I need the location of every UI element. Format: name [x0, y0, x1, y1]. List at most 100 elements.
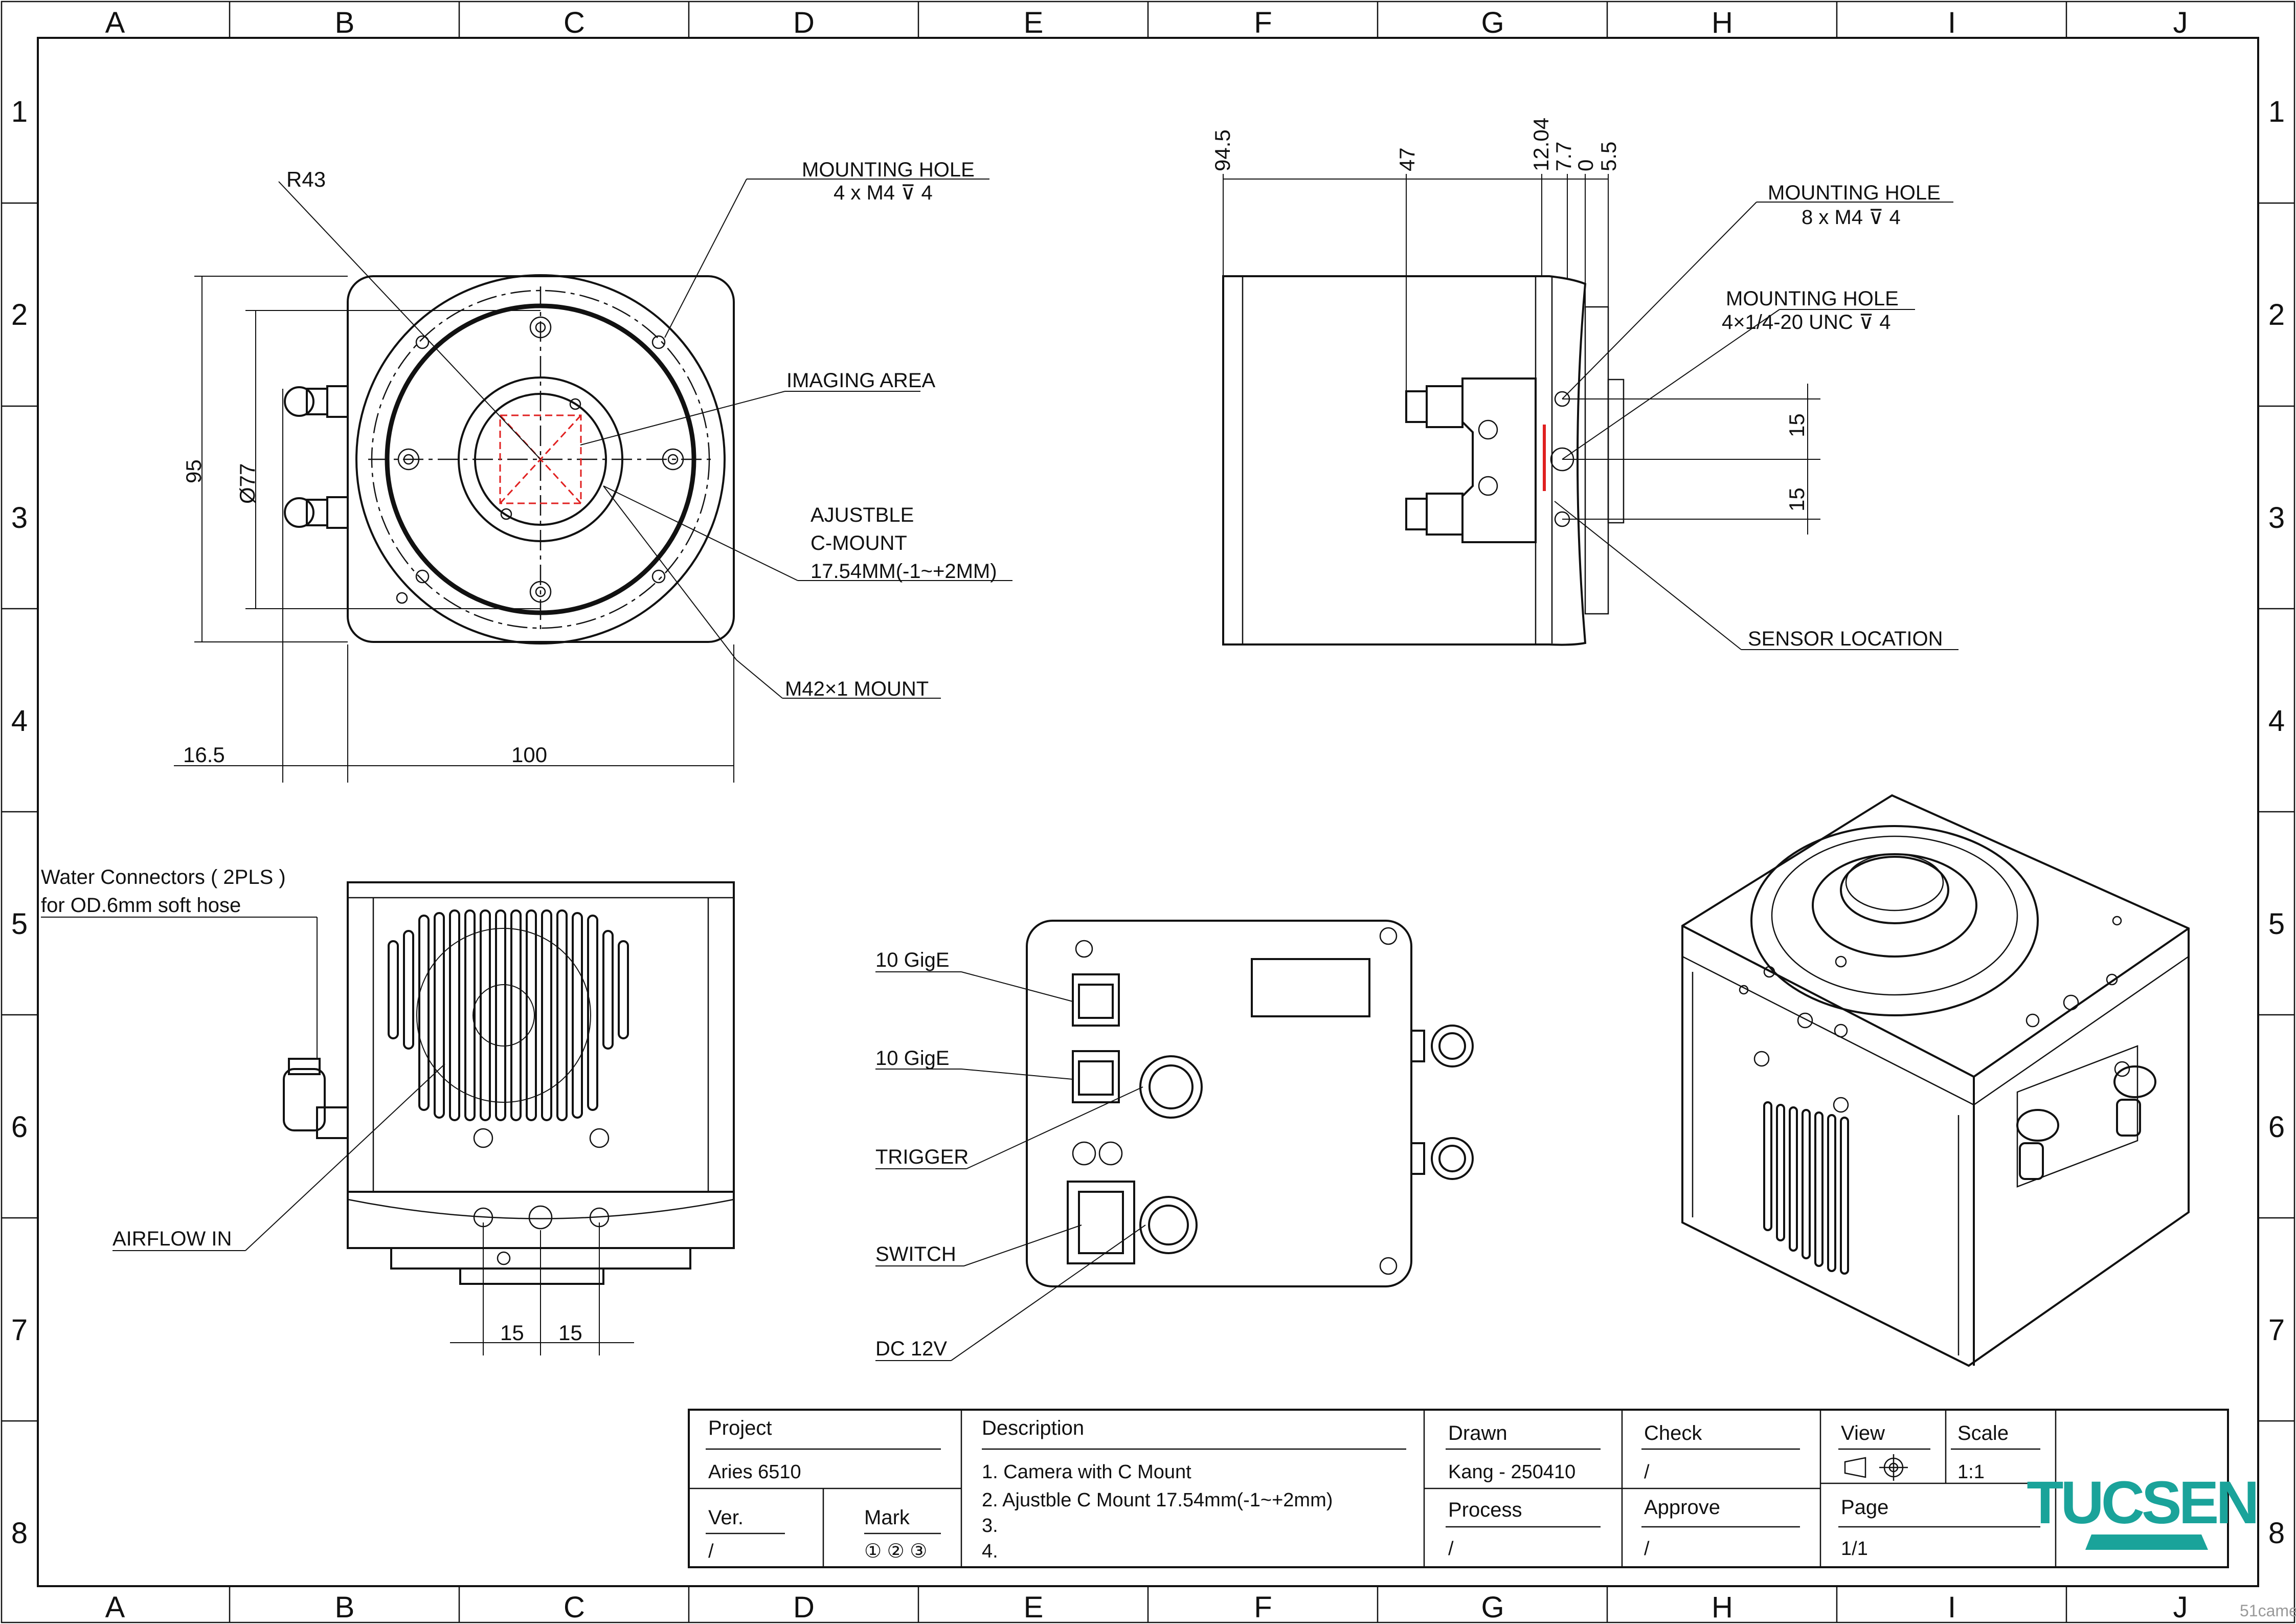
grid-col-bottom-i: I: [1948, 1591, 1956, 1624]
title-block: Project Aries 6510 Ver. / Mark ① ② ③ Des…: [688, 1409, 2260, 1568]
side-mounting-hole-1-spec: 8 x M4 ⊽ 4: [1802, 206, 1901, 229]
grid-col-bottom-c: C: [564, 1591, 585, 1624]
front-mounting-hole-title: MOUNTING HOLE: [802, 159, 975, 181]
rear-view: 10 GigE 10 GigE TRIGGER SWITCH DC 12V: [875, 920, 1474, 1361]
grid-col-top-c: C: [564, 6, 585, 39]
dim-15-right: 15: [558, 1321, 582, 1345]
water-connectors-label: Water Connectors ( 2PLS ): [41, 866, 286, 888]
front-mounting-hole-spec: 4 x M4 ⊽ 4: [834, 182, 933, 204]
grid-col-bottom-e: E: [1024, 1591, 1044, 1624]
grid-col-top-i: I: [1948, 6, 1956, 39]
page-label: Page: [1841, 1496, 1888, 1519]
dim-77: Ø77: [235, 463, 259, 504]
grid-col-bottom-d: D: [793, 1591, 815, 1624]
dim-16-5: 16.5: [183, 743, 225, 767]
dim-15-upper: 15: [1785, 413, 1809, 437]
projection-symbol-icon: [1844, 1454, 1908, 1481]
dim-94-5: 94.5: [1210, 129, 1234, 171]
side-view: 94.5 47 12.04 7.7 0 5.5 MOUNTING HOLE 8 …: [1210, 118, 1959, 650]
grid-row-left-4: 4: [11, 704, 28, 738]
tucsen-logo: TUCSEN: [2027, 1469, 2260, 1550]
dim-15-left: 15: [500, 1321, 524, 1345]
scale-label: Scale: [1957, 1422, 2009, 1444]
grid-col-top-b: B: [335, 6, 355, 39]
gige-2-label: 10 GigE: [875, 1047, 950, 1070]
description-line-4: 4.: [982, 1541, 998, 1562]
grid-col-bottom-j: J: [2173, 1591, 2188, 1624]
grid-row-right-5: 5: [2268, 907, 2285, 941]
grid-row-left-1: 1: [11, 95, 28, 128]
water-hose-label: for OD.6mm soft hose: [41, 894, 241, 917]
grid-row-right-2: 2: [2268, 298, 2285, 331]
grid-row-left-3: 3: [11, 501, 28, 535]
view-label: View: [1841, 1422, 1885, 1444]
front-view: R43 MOUNTING HOLE 4 x M4 ⊽ 4 IMAGING ARE…: [174, 159, 1012, 783]
grid-row-left-5: 5: [11, 907, 28, 941]
bottom-view: Water Connectors ( 2PLS ) for OD.6mm sof…: [41, 866, 735, 1355]
grid-col-top-h: H: [1712, 6, 1733, 39]
dim-0: 0: [1573, 160, 1597, 171]
mark-label: Mark: [864, 1506, 910, 1529]
dc-connector: [1139, 1196, 1198, 1254]
gige-1-label: 10 GigE: [875, 949, 950, 971]
grid-row-left-8: 8: [11, 1517, 28, 1550]
process-label: Process: [1448, 1499, 1522, 1521]
description-line-2: 2. Ajustble C Mount 17.54mm(-1~+2mm): [982, 1489, 1333, 1511]
process-value: /: [1448, 1538, 1454, 1560]
power-switch: [1067, 1181, 1135, 1264]
watermark-text: 51camera: [2240, 1601, 2296, 1620]
check-label: Check: [1644, 1422, 1702, 1444]
approve-label: Approve: [1644, 1496, 1720, 1519]
side-mounting-hole-2-title: MOUNTING HOLE: [1726, 287, 1899, 310]
dim-7-7: 7.7: [1551, 142, 1575, 171]
sensor-location-label: SENSOR LOCATION: [1748, 628, 1943, 650]
grid-col-top-f: F: [1254, 6, 1272, 39]
cmount-label-1: AJUSTBLE: [811, 504, 914, 526]
side-mounting-hole-2-spec: 4×1/4-20 UNC ⊽ 4: [1722, 311, 1891, 333]
dim-12-04: 12.04: [1529, 118, 1553, 171]
grid-row-right-1: 1: [2268, 95, 2285, 128]
grid-col-top-d: D: [793, 6, 815, 39]
version-value: /: [708, 1541, 714, 1562]
side-mounting-hole-1-title: MOUNTING HOLE: [1768, 182, 1941, 204]
grid-row-left-2: 2: [11, 298, 28, 331]
dc-12v-label: DC 12V: [875, 1338, 947, 1360]
cmount-label-3: 17.54MM(-1~+2MM): [811, 560, 997, 583]
trigger-connector: [1139, 1055, 1203, 1119]
approve-value: /: [1644, 1538, 1650, 1560]
gige-port-1: [1072, 973, 1120, 1027]
cmount-label-2: C-MOUNT: [811, 532, 907, 554]
dim-5-5: 5.5: [1596, 142, 1620, 171]
grid-row-right-6: 6: [2268, 1110, 2285, 1144]
grid-row-left-7: 7: [11, 1314, 28, 1347]
description-line-3: 3.: [982, 1515, 998, 1537]
grid-row-right-7: 7: [2268, 1314, 2285, 1347]
description-line-1: 1. Camera with C Mount: [982, 1461, 1191, 1483]
dim-95: 95: [182, 459, 206, 483]
imaging-area-label: IMAGING AREA: [786, 369, 935, 392]
drawn-value: Kang - 250410: [1448, 1461, 1575, 1483]
grid-col-top-e: E: [1024, 6, 1044, 39]
project-label: Project: [708, 1417, 772, 1439]
description-label: Description: [982, 1417, 1084, 1439]
grid-col-top-a: A: [105, 6, 125, 39]
trigger-label: TRIGGER: [875, 1146, 969, 1168]
grid-col-bottom-b: B: [335, 1591, 355, 1624]
grid-row-right-4: 4: [2268, 704, 2285, 738]
dim-15-lower: 15: [1785, 487, 1809, 511]
dim-100: 100: [511, 743, 547, 767]
gige-port-2: [1072, 1050, 1120, 1103]
dim-r43: R43: [286, 167, 326, 191]
check-value: /: [1644, 1461, 1650, 1483]
project-value: Aries 6510: [708, 1461, 801, 1483]
grid-col-top-g: G: [1481, 6, 1504, 39]
grid-row-right-8: 8: [2268, 1517, 2285, 1550]
tucsen-logo-text: TUCSEN: [2027, 1469, 2256, 1537]
grid-col-top-j: J: [2173, 6, 2188, 39]
airflow-in-label: AIRFLOW IN: [112, 1228, 232, 1250]
grid-col-bottom-f: F: [1254, 1591, 1272, 1624]
isometric-view: [1681, 794, 2190, 1367]
grid-row-left-6: 6: [11, 1110, 28, 1144]
